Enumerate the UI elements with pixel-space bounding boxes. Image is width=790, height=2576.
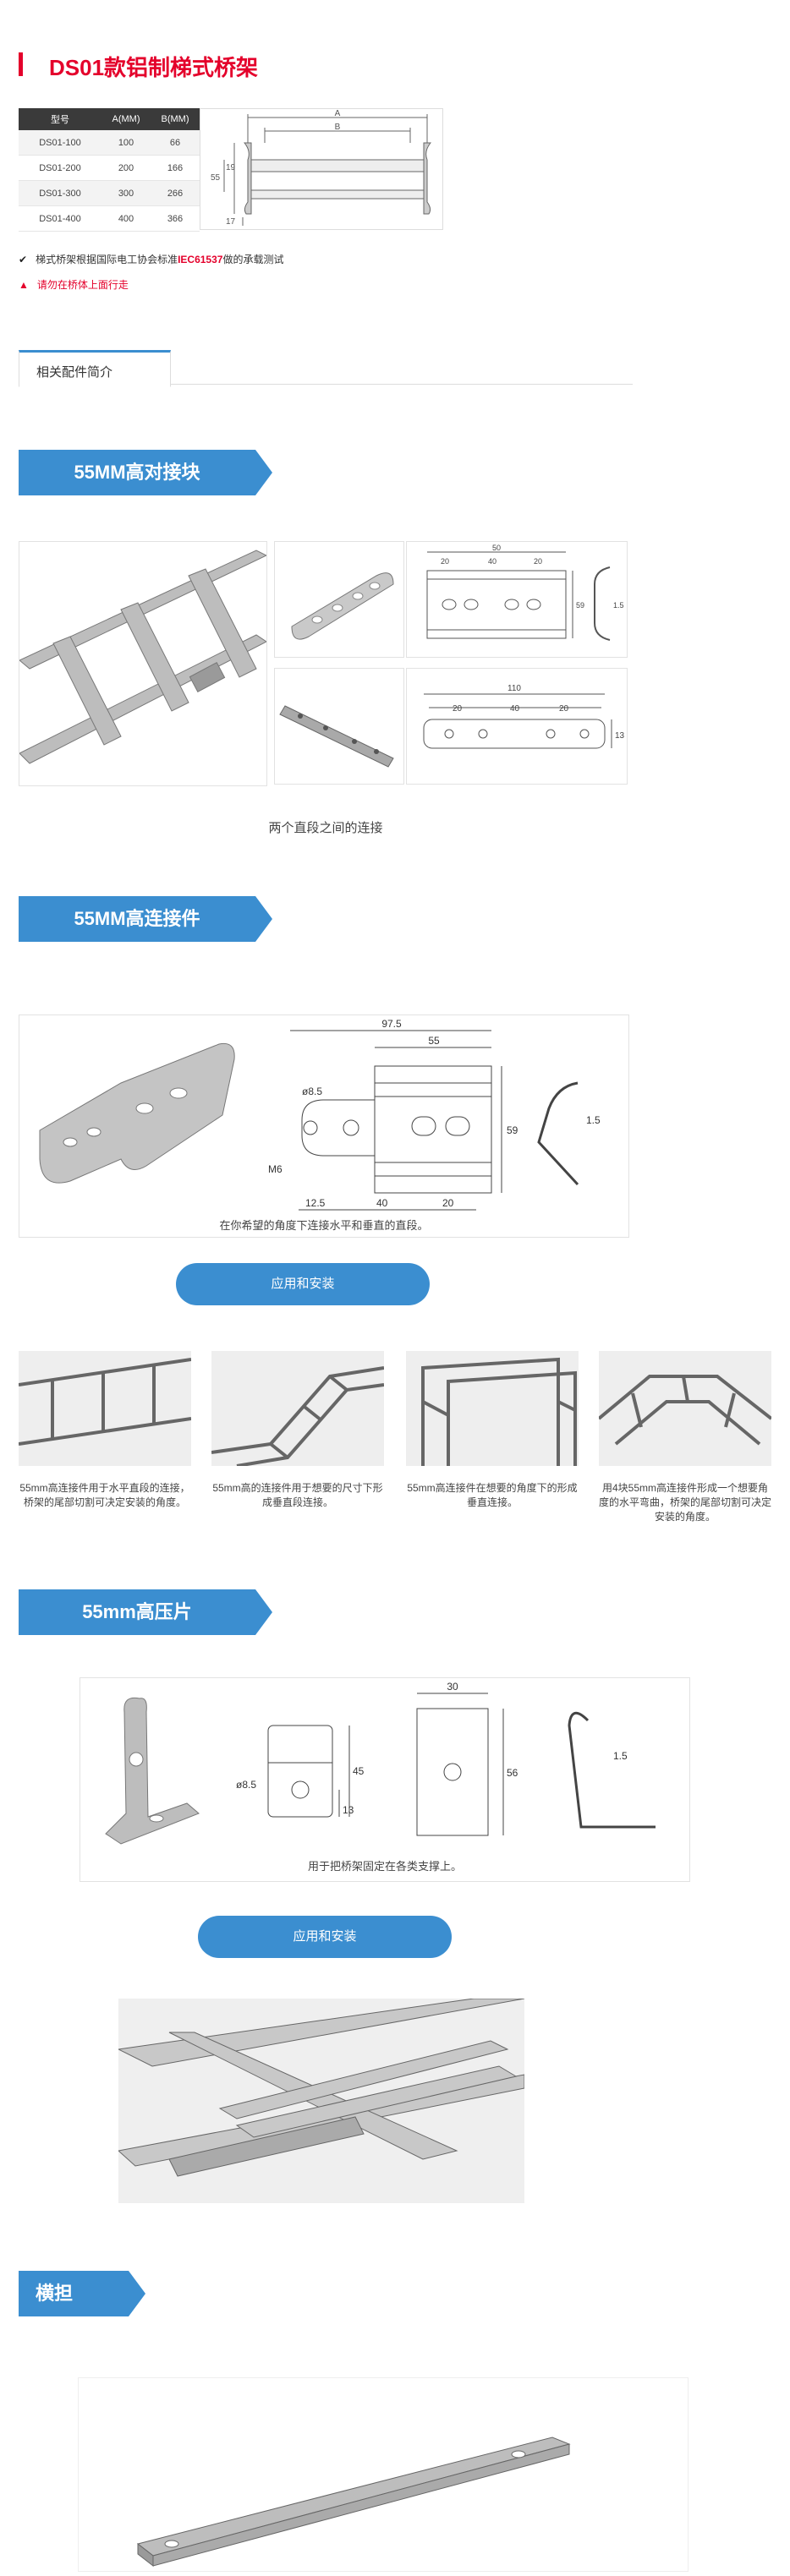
svg-text:50: 50 [492,544,501,552]
s2-caption: 在你希望的角度下连接水平和垂直的直段。 [219,1219,429,1232]
svg-text:ø8.5: ø8.5 [302,1086,322,1097]
s2-app-1 [18,1351,192,1466]
spec-table: 型号 A(MM) B(MM) DS01-100 100 66 DS01-200 … [19,108,200,232]
table-cell: 100 [101,130,151,156]
s4-crossarm-panel [78,2377,689,2572]
table-row: DS01-200 200 166 [19,155,200,181]
s2-connector-panel: 97.5 55 ø8.5 M6 59 12.5 40 20 1.5 在你希望的角… [19,1015,629,1238]
s2-app-3-text: 55mm高连接件在想要的角度下的形成垂直连接。 [407,1482,578,1508]
s3-apply-install-button[interactable]: 应用和安装 [198,1916,452,1958]
title-accent-bar [19,52,23,76]
s1-drawing-front: 50 20 40 20 59 1.5 [406,541,628,658]
standard-highlight: IEC61537 [178,254,223,265]
cross-section-drawing: A B 55 19 17 [200,108,443,230]
svg-text:M6: M6 [268,1163,283,1175]
s3-clamp-panel: ø8.5 45 13 30 56 1.5 用于把桥架固定在各类支撑上。 [80,1677,690,1882]
note-warning: ▲请勿在桥体上面行走 [19,279,129,291]
s2-app-2-text: 55mm高的连接件用于想要的尺寸下形成垂直段连接。 [212,1482,383,1508]
svg-text:1.5: 1.5 [613,601,624,610]
s2-apply-install-button[interactable]: 应用和安装 [176,1263,430,1305]
s2-app-4 [597,1351,773,1466]
svg-text:20: 20 [453,704,463,714]
svg-text:56: 56 [507,1767,518,1779]
table-cell: DS01-200 [19,155,101,181]
s3-install-photo [117,1998,525,2203]
svg-text:40: 40 [510,704,520,714]
check-icon: ✔ [19,254,28,265]
svg-text:45: 45 [353,1765,365,1777]
table-cell: 366 [151,205,200,232]
svg-text:40: 40 [376,1197,388,1209]
s2-app-2 [211,1351,385,1468]
svg-text:20: 20 [441,557,449,566]
table-header: 型号 [19,108,101,130]
s1-part-photo [274,541,404,658]
s1-photo-ladder [19,541,268,786]
s2-app-1-text: 55mm高连接件用于水平直段的连接，桥架的尾部切割可决定安装的角度。 [19,1482,190,1508]
s1-caption: 两个直段之间的连接 [268,821,383,835]
table-cell: 166 [151,155,200,181]
svg-text:30: 30 [447,1681,458,1693]
svg-text:1.5: 1.5 [586,1114,601,1126]
table-header: A(MM) [101,108,151,130]
svg-text:20: 20 [442,1197,454,1209]
s2-app-3 [406,1351,579,1466]
svg-text:13: 13 [615,731,625,741]
tab-related-accessories[interactable]: 相关配件简介 [19,350,171,387]
s2-app-4-text: 用4块55mm高连接件形成一个想要角度的水平弯曲，桥架的尾部切割可决定安装的角度… [599,1482,772,1523]
svg-text:13: 13 [343,1804,354,1816]
svg-text:ø8.5: ø8.5 [236,1779,256,1791]
dim-19: 19 [226,163,236,172]
table-cell: 200 [101,155,151,181]
table-row: DS01-100 100 66 [19,130,200,156]
svg-text:59: 59 [576,601,584,610]
s1-bar-photo [274,668,404,785]
table-header: B(MM) [151,108,200,130]
svg-text:97.5: 97.5 [381,1018,402,1030]
svg-text:59: 59 [507,1124,518,1136]
svg-text:1.5: 1.5 [613,1750,628,1762]
dim-17: 17 [226,217,236,227]
dim-b: B [335,123,341,132]
table-cell: 66 [151,130,200,156]
svg-text:12.5: 12.5 [305,1197,326,1209]
table-row: DS01-300 300 266 [19,180,200,206]
warning-icon: ▲ [19,279,29,291]
svg-text:20: 20 [559,704,569,714]
s1-drawing-bar: 110 20 40 20 13 [406,668,628,785]
table-row: DS01-400 400 366 [19,205,200,232]
table-cell: 266 [151,180,200,206]
svg-text:110: 110 [507,684,521,693]
tab-bar-line [19,384,633,385]
dim-55: 55 [211,173,221,183]
table-cell: DS01-100 [19,130,101,156]
dim-a: A [335,109,341,118]
page-title: DS01款铝制梯式桥架 [49,55,259,80]
table-cell: DS01-300 [19,180,101,206]
svg-text:40: 40 [488,557,496,566]
svg-text:20: 20 [534,557,542,566]
table-cell: 300 [101,180,151,206]
table-cell: DS01-400 [19,205,101,232]
note-check: ✔梯式桥架根据国际电工协会标准IEC61537做的承载测试 [19,254,284,265]
s3-caption: 用于把桥架固定在各类支撑上。 [307,1860,462,1873]
svg-text:55: 55 [428,1035,440,1047]
spec-table-wrap: 型号 A(MM) B(MM) DS01-100 100 66 DS01-200 … [19,108,200,232]
table-cell: 400 [101,205,151,232]
